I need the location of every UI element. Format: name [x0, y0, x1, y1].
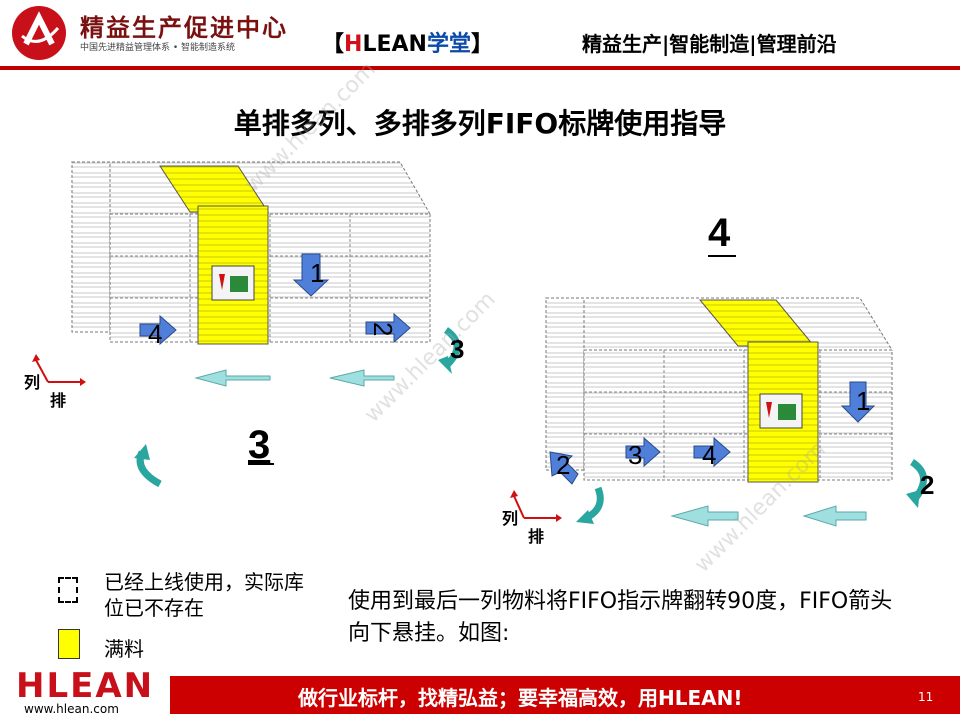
page-title: 单排多列、多排多列FIFO标牌使用指导 [233, 107, 727, 140]
right-flow-arrow-2 [670, 505, 739, 527]
svg-text:2: 2 [368, 322, 398, 336]
svg-text:2: 2 [920, 470, 934, 500]
legend-full-text: 满料 [104, 637, 144, 661]
footer-url: www.hlean.com [24, 702, 119, 716]
instruction-text: 使用到最后一列物料将FIFO指示牌翻转90度，FIFO箭头向下悬挂。如图: [348, 589, 893, 646]
svg-text:列: 列 [24, 373, 40, 392]
legend-empty-swatch [58, 577, 78, 603]
left-axis-icon: 列 排 [24, 354, 86, 410]
right-arrow-3: 3 [625, 436, 661, 470]
left-flow-arrow-1 [329, 369, 395, 387]
header-brand: 【HLEAN学堂】 [322, 32, 493, 57]
right-arrow-2-left: 2 [549, 450, 579, 485]
logo-subtitle: 中国先进精益管理体系 • 智能制造系统 [80, 43, 236, 53]
right-curve-arrow-bottom [576, 486, 604, 524]
legend-full-swatch [58, 629, 80, 659]
svg-text:排: 排 [528, 527, 544, 546]
footer-bar [170, 676, 960, 714]
left-arrow-1: 1 [292, 253, 330, 297]
page-number: 11 [918, 690, 934, 704]
fifo-diagram: 1 2 4 3 列 排 3 [24, 161, 934, 546]
svg-text:4: 4 [702, 440, 716, 470]
left-step-label: 3 [248, 423, 270, 467]
logo-title: 精益生产促进中心 [80, 14, 288, 42]
footer-slogan: 做行业标杆，找精弘益；要幸福高效，用HLEAN! [298, 686, 743, 710]
right-flow-arrow-1 [802, 505, 867, 527]
svg-text:1: 1 [856, 386, 870, 416]
legend-empty-text: 已经上线使用，实际库位已不存在 [104, 570, 304, 620]
right-axis-icon: 列 排 [502, 490, 562, 546]
right-arrow-1: 1 [840, 381, 876, 423]
left-curve-arrow-3: 3 [438, 327, 464, 374]
svg-text:列: 列 [502, 509, 518, 528]
right-rack-side [545, 297, 585, 471]
left-curve-arrow-bottom [134, 444, 162, 488]
right-curve-arrow-2: 2 [906, 459, 934, 508]
right-rack [545, 297, 893, 483]
logo-icon [12, 6, 66, 60]
right-step-label: 4 [708, 211, 731, 255]
svg-text:2: 2 [556, 450, 570, 480]
svg-text:3: 3 [450, 334, 464, 364]
left-flow-arrow-2 [194, 369, 271, 387]
left-arrow-4: 4 [139, 314, 177, 349]
left-rack [71, 161, 431, 345]
svg-text:排: 排 [50, 391, 66, 410]
svg-text:4: 4 [148, 319, 162, 349]
header-slogan: 精益生产|智能制造|管理前沿 [582, 32, 837, 56]
right-arrow-4: 4 [693, 436, 731, 470]
left-rack-side [71, 161, 111, 333]
header-divider [0, 66, 960, 70]
svg-text:1: 1 [310, 258, 324, 288]
svg-text:3: 3 [628, 440, 642, 470]
footer-logo: HLEAN [16, 666, 155, 706]
left-arrow-2: 2 [365, 312, 411, 344]
